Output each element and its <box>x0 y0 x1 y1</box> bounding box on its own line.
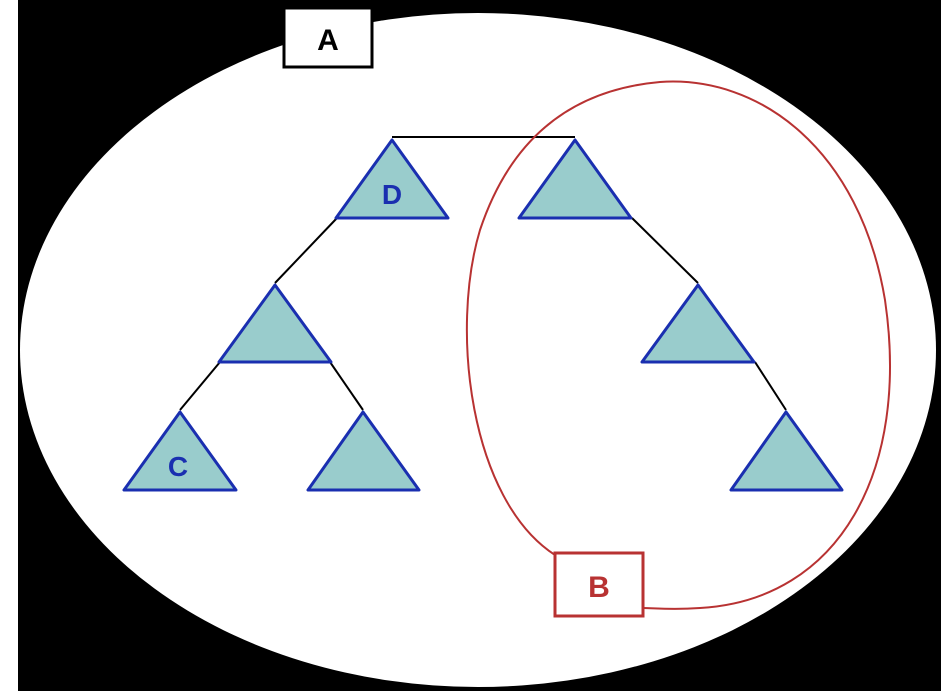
triangle-bottom-mid <box>306 410 421 492</box>
label-a: A <box>317 24 339 57</box>
tree-edges <box>179 136 787 411</box>
triangle-c <box>122 410 238 492</box>
label-b: B <box>588 571 610 604</box>
edge-left-mid-to-c <box>179 361 221 411</box>
triangle-right-mid <box>640 283 756 364</box>
triangle-bottom-right <box>729 410 844 492</box>
region-b-outline <box>465 80 891 610</box>
label-c: C <box>168 451 188 482</box>
edge-right-mid-to-bottom-right <box>754 361 787 411</box>
triangle-left-mid <box>217 283 333 364</box>
label-b-box <box>553 551 645 618</box>
triangle-d <box>334 138 450 220</box>
triangle-right-top <box>517 138 633 220</box>
region-a-ellipse <box>20 13 936 687</box>
label-d: D <box>382 179 402 210</box>
edge-right-top-to-right-mid <box>631 217 699 284</box>
edge-left-mid-to-bottom-mid <box>329 361 364 411</box>
left-strip <box>0 0 18 691</box>
subtree-triangles <box>122 138 844 492</box>
label-a-box <box>282 6 374 69</box>
edge-d-to-left-mid <box>274 217 338 284</box>
